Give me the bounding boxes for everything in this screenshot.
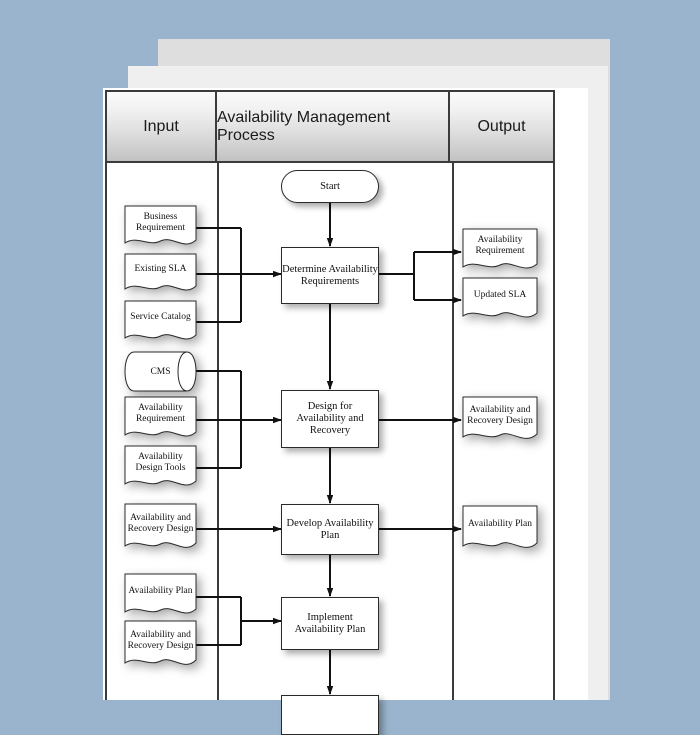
input-label: Availability Design Tools	[135, 452, 186, 473]
output-label: Availability Requirement	[475, 235, 525, 256]
output-availability-and-recovery-design[interactable]: Availability and Recovery Design	[462, 396, 538, 446]
node-implement-availability-plan[interactable]: Implement Availability Plan	[281, 597, 379, 650]
output-availability-requirement[interactable]: Availability Requirement	[462, 228, 538, 275]
input-label: Availability and Recovery Design	[127, 629, 194, 651]
input-business-requirement[interactable]: Business Requirement	[124, 205, 197, 251]
column-header-output: Output	[450, 92, 553, 161]
input-label: CMS	[150, 366, 171, 377]
input-availability-requirement[interactable]: Availability Requirement	[124, 396, 197, 443]
node-determine-availability-requirements[interactable]: Determine Availability Requirements	[281, 247, 379, 304]
input-label: Existing SLA	[134, 264, 187, 275]
output-label: Availability and Recovery Design	[467, 404, 533, 426]
node-start[interactable]: Start	[281, 170, 379, 203]
lane-divider-input-process	[217, 161, 219, 700]
column-header-process: Availability Management Process	[217, 92, 450, 161]
input-existing-sla[interactable]: Existing SLA	[124, 253, 197, 297]
node-design-for-availability-and-recovery[interactable]: Design for Availability and Recovery	[281, 390, 379, 448]
input-availability-and-recovery-design[interactable]: Availability and Recovery Design	[124, 503, 197, 555]
swimlane-header-row: Input Availability Management Process Ou…	[107, 92, 553, 163]
swimlane-body	[107, 161, 553, 700]
node-next-process-partial[interactable]	[281, 695, 379, 735]
column-header-input: Input	[107, 92, 217, 161]
output-availability-plan[interactable]: Availability Plan	[462, 505, 538, 555]
input-label: Availability Plan	[128, 585, 193, 596]
input-availability-and-recovery-design-2[interactable]: Availability and Recovery Design	[124, 620, 197, 672]
input-availability-plan[interactable]: Availability Plan	[124, 573, 197, 620]
lane-divider-process-output	[452, 161, 454, 700]
input-cms-database[interactable]: CMS	[124, 351, 197, 392]
node-develop-availability-plan[interactable]: Develop Availability Plan	[281, 504, 379, 555]
input-label: Availability and Recovery Design	[127, 512, 194, 534]
output-label: Availability Plan	[468, 519, 532, 530]
output-updated-sla[interactable]: Updated SLA	[462, 277, 538, 324]
output-label: Updated SLA	[473, 289, 527, 300]
input-service-catalog[interactable]: Service Catalog	[124, 300, 197, 346]
input-availability-design-tools[interactable]: Availability Design Tools	[124, 445, 197, 492]
input-label: Availability Requirement	[135, 403, 186, 424]
input-label: Service Catalog	[130, 312, 191, 323]
input-label: Business Requirement	[135, 211, 186, 233]
